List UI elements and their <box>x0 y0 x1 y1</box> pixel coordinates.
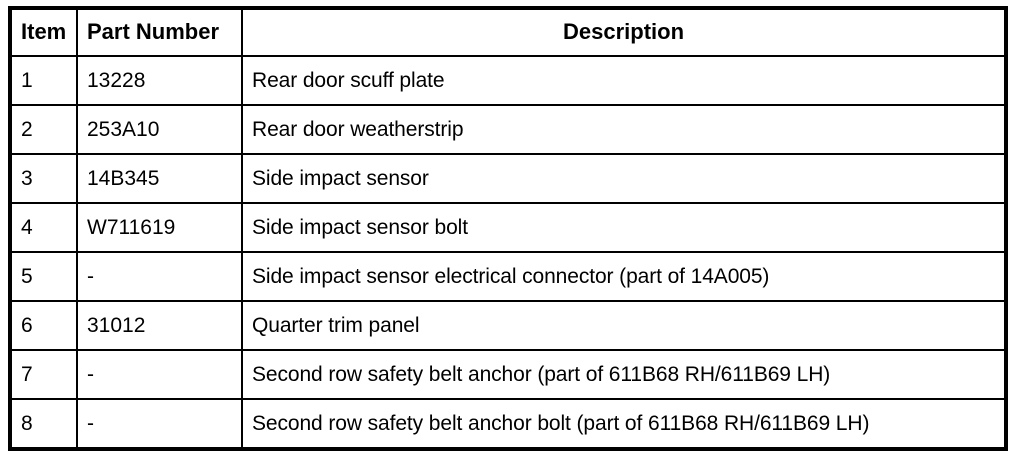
cell-part-number: 31012 <box>76 300 243 351</box>
cell-description: Side impact sensor electrical connector … <box>241 251 1007 302</box>
cell-description: Quarter trim panel <box>241 300 1007 351</box>
cell-description: Second row safety belt anchor bolt (part… <box>241 398 1007 450</box>
cell-item: 8 <box>9 398 78 450</box>
table-body: 1 13228 Rear door scuff plate 2 253A10 R… <box>9 55 1007 450</box>
cell-description: Side impact sensor bolt <box>241 202 1007 253</box>
parts-table: Item Part Number Description 1 13228 Rea… <box>8 6 1008 451</box>
parts-table-container: Item Part Number Description 1 13228 Rea… <box>8 6 1008 451</box>
cell-description: Second row safety belt anchor (part of 6… <box>241 349 1007 400</box>
cell-item: 1 <box>9 55 78 106</box>
cell-part-number: - <box>76 349 243 400</box>
cell-part-number: - <box>76 398 243 450</box>
cell-part-number: 253A10 <box>76 104 243 155</box>
column-header-part-number: Part Number <box>76 7 243 57</box>
table-row: 6 31012 Quarter trim panel <box>9 300 1007 351</box>
cell-part-number: - <box>76 251 243 302</box>
table-row: 3 14B345 Side impact sensor <box>9 153 1007 204</box>
cell-item: 3 <box>9 153 78 204</box>
column-header-description: Description <box>241 7 1007 57</box>
column-header-item: Item <box>9 7 78 57</box>
table-row: 1 13228 Rear door scuff plate <box>9 55 1007 106</box>
table-row: 2 253A10 Rear door weatherstrip <box>9 104 1007 155</box>
table-header-row: Item Part Number Description <box>9 7 1007 57</box>
cell-item: 5 <box>9 251 78 302</box>
table-row: 4 W711619 Side impact sensor bolt <box>9 202 1007 253</box>
cell-item: 2 <box>9 104 78 155</box>
table-row: 7 - Second row safety belt anchor (part … <box>9 349 1007 400</box>
cell-item: 6 <box>9 300 78 351</box>
cell-item: 4 <box>9 202 78 253</box>
cell-description: Rear door scuff plate <box>241 55 1007 106</box>
table-row: 5 - Side impact sensor electrical connec… <box>9 251 1007 302</box>
cell-description: Rear door weatherstrip <box>241 104 1007 155</box>
cell-part-number: W711619 <box>76 202 243 253</box>
table-row: 8 - Second row safety belt anchor bolt (… <box>9 398 1007 450</box>
table-header: Item Part Number Description <box>9 7 1007 57</box>
cell-part-number: 13228 <box>76 55 243 106</box>
cell-description: Side impact sensor <box>241 153 1007 204</box>
cell-part-number: 14B345 <box>76 153 243 204</box>
cell-item: 7 <box>9 349 78 400</box>
